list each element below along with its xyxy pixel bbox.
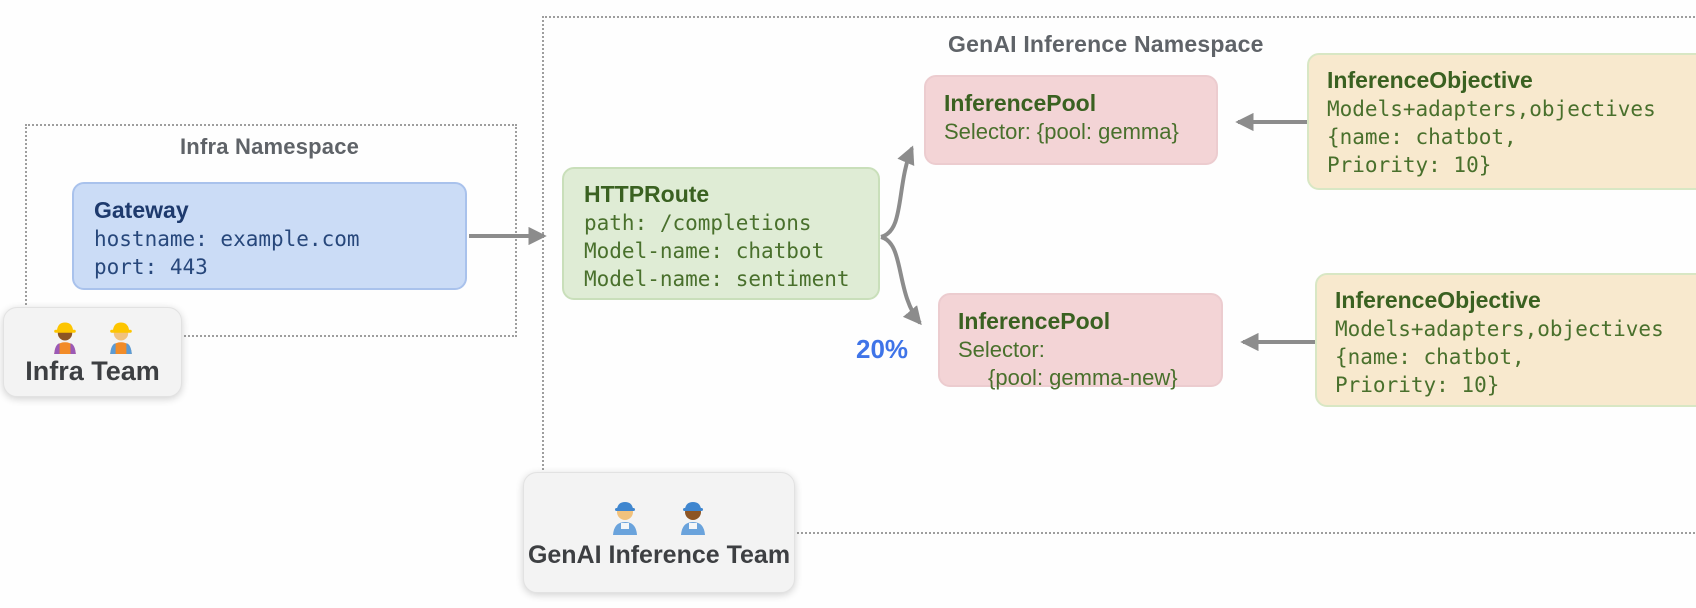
gateway-node: Gateway hostname: example.com port: 443 [72,182,467,290]
inference-objective-top-line2: {name: chatbot, [1327,125,1517,149]
gateway-port-line: port: 443 [94,255,208,279]
construction-worker-man-icon [109,322,132,354]
inference-pool-gemma-new-selector-value: {pool: gemma-new} [988,365,1178,390]
inference-pool-gemma-new-title: InferencePool [958,308,1111,334]
inference-objective-top-line1: Models+adapters,objectives [1327,97,1656,121]
inference-objective-bottom-line3: Priority: 10} [1335,373,1500,397]
genai-inference-team-card: GenAI Inference Team [523,472,795,593]
inference-objective-bottom-title: InferenceObjective [1335,287,1541,313]
infra-namespace-title: Infra Namespace [180,134,360,159]
gateway-hostname-line: hostname: example.com [94,227,360,251]
inference-objective-bottom-node: InferenceObjective Models+adapters,objec… [1315,273,1696,407]
construction-worker-woman-icon [53,322,76,354]
genai-team-icons [605,495,713,535]
inference-objective-bottom-line2: {name: chatbot, [1335,345,1525,369]
infra-team-card: Infra Team [3,307,182,397]
mechanic-dark-icon [681,502,705,535]
httproute-title: HTTPRoute [584,181,710,207]
httproute-model-chatbot-line: Model-name: chatbot [584,239,825,263]
genai-namespace-title: GenAI Inference Namespace [948,31,1264,57]
mechanic-light-icon [613,502,637,535]
inference-objective-top-line3: Priority: 10} [1327,153,1492,177]
inference-pool-gemma-title: InferencePool [944,90,1097,116]
inference-objective-top-title: InferenceObjective [1327,67,1533,93]
inference-pool-gemma-node: InferencePool Selector: {pool: gemma} [924,75,1218,165]
httproute-node: HTTPRoute path: /completions Model-name:… [562,167,880,300]
gateway-title: Gateway [94,197,189,223]
infra-namespace-box [25,124,517,337]
inference-pool-gemma-new-node: InferencePool Selector: {pool: gemma-new… [938,293,1223,390]
inference-pool-gemma-new-selector: Selector: [958,337,1045,362]
inference-objective-bottom-line1: Models+adapters,objectives [1335,317,1664,341]
traffic-split-label: 20% [856,334,909,364]
infra-team-label: Infra Team [25,355,160,386]
httproute-path-line: path: /completions [584,211,812,235]
genai-team-label: GenAI Inference Team [527,541,791,569]
httproute-model-sentiment-line: Model-name: sentiment [584,267,850,291]
infra-team-icons [47,318,139,354]
inference-objective-top-node: InferenceObjective Models+adapters,objec… [1307,53,1696,190]
inference-pool-gemma-selector: Selector: {pool: gemma} [944,119,1179,144]
genai-namespace-box [542,16,1696,534]
